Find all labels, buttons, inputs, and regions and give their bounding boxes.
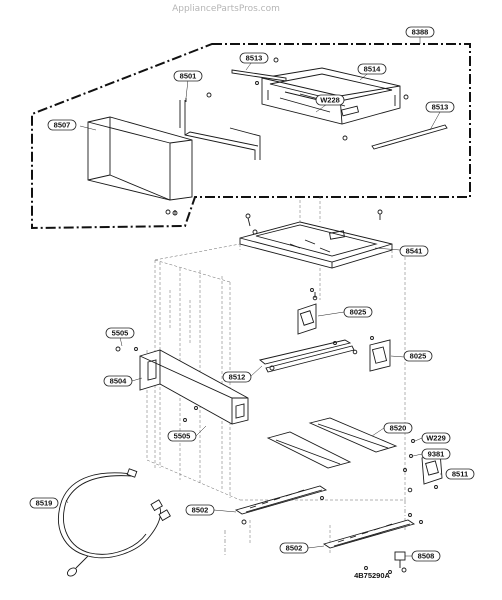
svg-text:W229: W229 (426, 434, 446, 443)
svg-text:8519: 8519 (36, 499, 53, 508)
callout-8511: 8511 (445, 468, 475, 480)
slide-rail-right-part (322, 513, 423, 549)
callout-8388: 8388 (405, 26, 435, 38)
svg-text:8511: 8511 (452, 470, 468, 479)
svg-text:8541: 8541 (406, 247, 423, 256)
callout-8025-right: 8025 (403, 350, 433, 362)
svg-text:5505: 5505 (174, 432, 191, 441)
svg-text:8520: 8520 (390, 424, 407, 433)
svg-text:8504: 8504 (110, 377, 128, 386)
svg-text:8025: 8025 (350, 308, 367, 317)
drawer-assembly-boundary (31, 43, 471, 230)
callout-9381: 9381 (421, 448, 451, 460)
svg-text:8507: 8507 (54, 121, 71, 130)
diagram-code: 4B75290A (354, 571, 390, 580)
svg-text:8512: 8512 (229, 373, 246, 382)
callout-5505-top: 5505 (105, 327, 135, 339)
callout-8502-right: 8502 (279, 542, 309, 554)
front-bracket-left-part (115, 346, 249, 425)
wire-harness-part (58, 468, 171, 577)
callout-8519: 8519 (29, 497, 59, 509)
callout-8502-left: 8502 (185, 504, 215, 516)
svg-text:8513: 8513 (432, 103, 449, 112)
svg-text:5505: 5505 (112, 329, 129, 338)
svg-text:8502: 8502 (192, 506, 209, 515)
callout-8508: 8508 (411, 550, 441, 562)
callout-5505-bottom: 5505 (167, 430, 197, 442)
slide-rail-left-part (234, 485, 328, 525)
svg-text:8388: 8388 (412, 28, 429, 37)
drawer-rail-part (179, 92, 261, 160)
cross-rail-part (258, 339, 358, 373)
callout-8520: 8520 (383, 422, 413, 434)
watermark-text: AppliancePartsPros.com (172, 4, 280, 14)
callout-8513-right: 8513 (425, 101, 455, 113)
callout-8513-top: 8513 (239, 52, 269, 64)
svg-text:8501: 8501 (180, 72, 197, 81)
svg-text:8508: 8508 (418, 552, 435, 561)
small-screw-parts (403, 439, 415, 472)
svg-text:8514: 8514 (364, 65, 382, 74)
drawer-slide-top-part (231, 57, 287, 82)
top-plate-part (239, 209, 393, 292)
callout-8504: 8504 (103, 375, 133, 387)
svg-text:8025: 8025 (410, 352, 427, 361)
bracket-right-part (369, 336, 391, 372)
callout-8514: 8514 (357, 63, 387, 75)
callout-8512: 8512 (222, 371, 252, 383)
svg-text:8513: 8513 (246, 54, 263, 63)
svg-text:9381: 9381 (428, 450, 445, 459)
tray-slide-part (266, 417, 398, 469)
callout-8501: 8501 (173, 70, 203, 82)
callout-8541: 8541 (399, 245, 429, 257)
callout-w229: W229 (421, 432, 451, 444)
drawer-front-part (87, 116, 193, 216)
svg-text:W228: W228 (320, 96, 340, 105)
drawer-slide-right-part (371, 124, 448, 150)
leader-lines (65, 35, 442, 557)
callout-w228: W228 (315, 94, 345, 106)
callout-8507: 8507 (47, 119, 77, 131)
callout-8025-center: 8025 (343, 306, 373, 318)
screw-part (165, 209, 171, 215)
bracket-center-part (297, 292, 318, 335)
svg-text:8502: 8502 (286, 544, 303, 553)
